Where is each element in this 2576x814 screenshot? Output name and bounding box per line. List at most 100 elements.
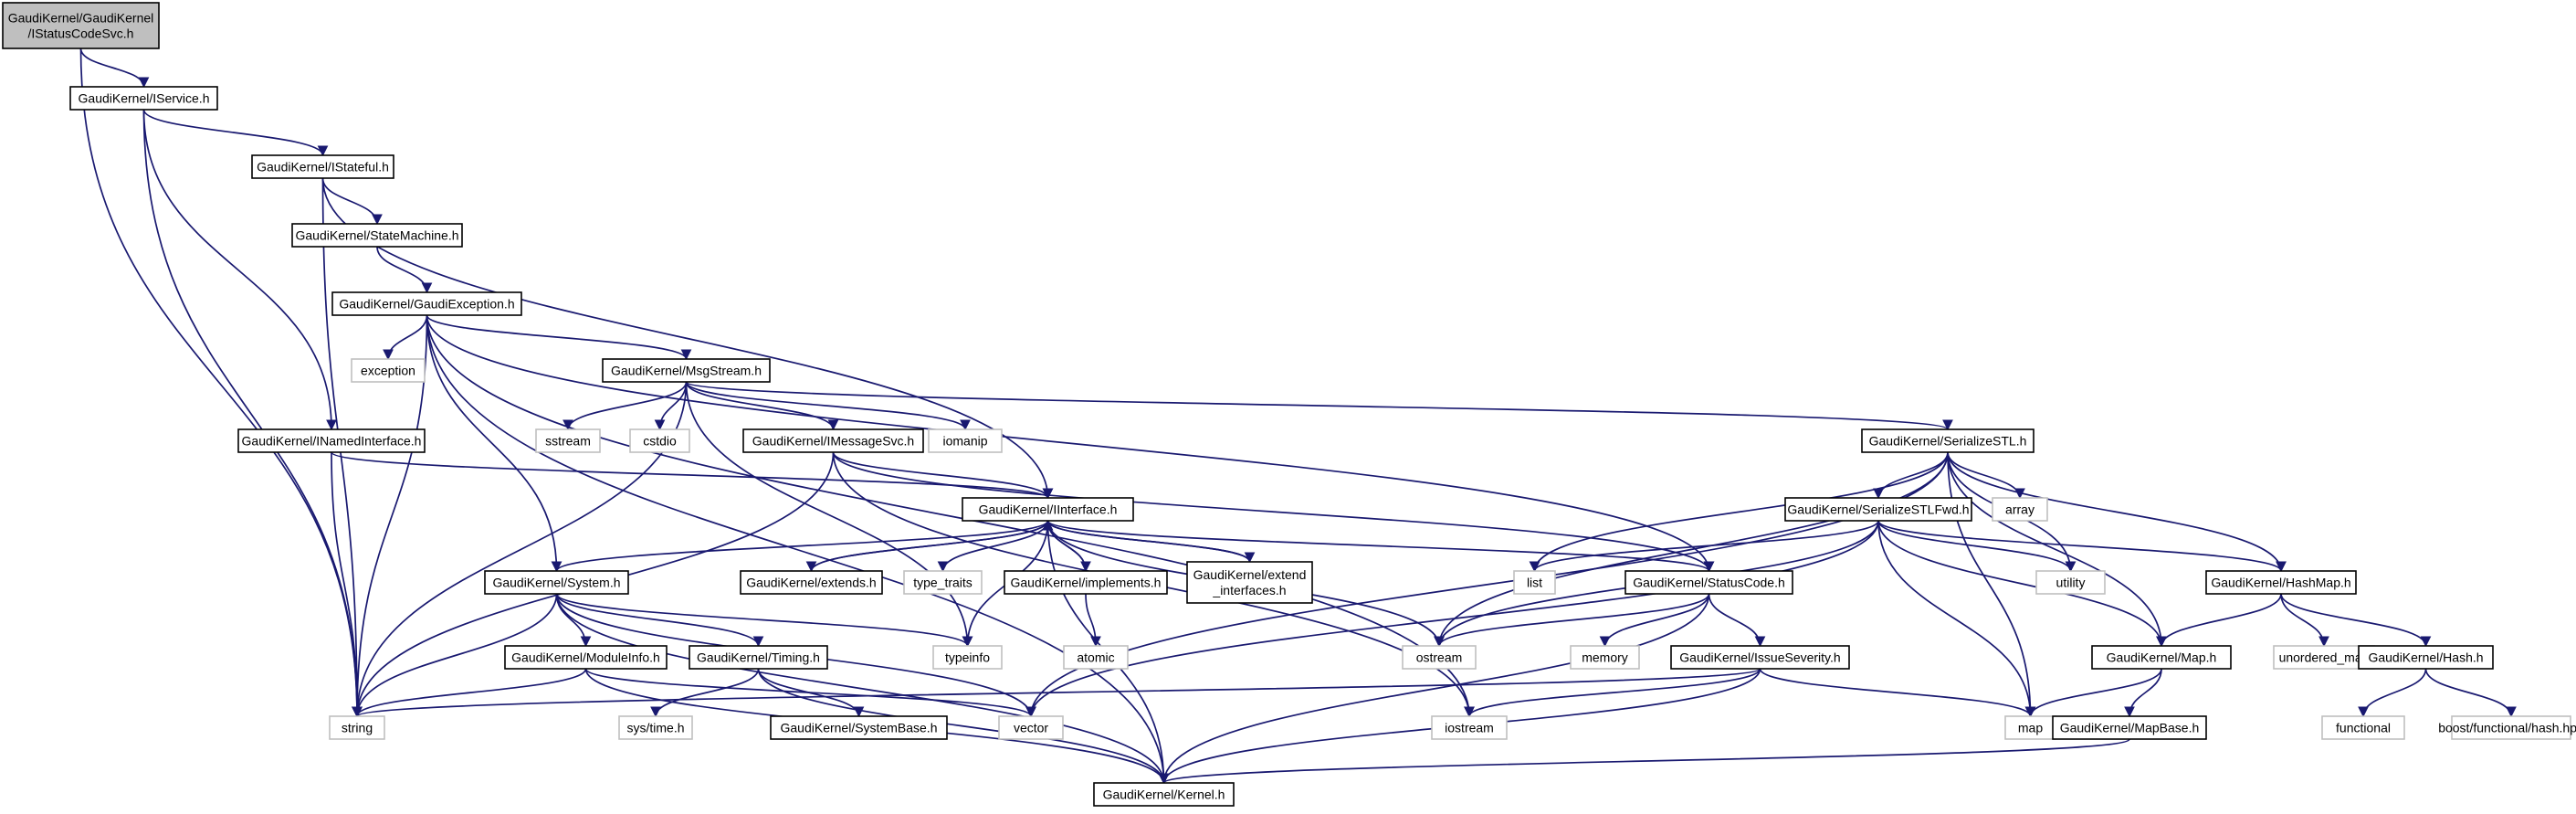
node-box: [69, 86, 218, 111]
node-box: [962, 497, 1134, 522]
node-serializestlfwd[interactable]: GaudiKernel/SerializeSTLFwd.h: [1784, 497, 1972, 522]
edge-gaudiexception-to-iostream: [426, 314, 1475, 718]
node-extend_interfaces[interactable]: GaudiKernel/extend_interfaces.h: [1186, 561, 1313, 604]
node-moduleinfo[interactable]: GaudiKernel/ModuleInfo.h: [504, 645, 668, 670]
node-hashmap[interactable]: GaudiKernel/HashMap.h: [2205, 570, 2357, 595]
edge-gaudiexception-to-system: [426, 314, 563, 573]
node-box: [1992, 497, 2048, 522]
node-system[interactable]: GaudiKernel/System.h: [484, 570, 629, 595]
node-array: array: [1992, 497, 2048, 522]
edge-gaudiexception-to-kernel: [426, 314, 1170, 785]
edge-iservice-to-inamedinterface: [142, 109, 337, 431]
edge-statuscode-to-ostream: [1434, 593, 1710, 648]
node-label: GaudiKernel/extends.h: [746, 576, 876, 590]
node-label: GaudiKernel/MsgStream.h: [611, 364, 762, 378]
node-label: type_traits: [913, 576, 973, 590]
node-statuscode[interactable]: GaudiKernel/StatusCode.h: [1624, 570, 1793, 595]
edge-inamedinterface-to-string: [331, 451, 363, 718]
node-box: [1570, 645, 1640, 670]
edge-gaudiexception-to-exception: [383, 314, 428, 361]
node-mapbase[interactable]: GaudiKernel/MapBase.h: [2052, 715, 2207, 740]
node-label: GaudiKernel/MapBase.h: [2060, 721, 2200, 735]
edge-issueseverity-to-map: [1759, 668, 2036, 718]
node-cstdio: cstdio: [629, 428, 690, 453]
node-box: [1624, 570, 1793, 595]
edge-imessagesvc-to-iinterface: [832, 451, 1054, 500]
edge-inamedinterface-to-iinterface: [331, 451, 1054, 500]
node-root[interactable]: GaudiKernel/GaudiKernel/IStatusCodeSvc.h: [2, 2, 160, 49]
edge-serializestlfwd-to-utility: [1877, 520, 2077, 573]
node-msgstream[interactable]: GaudiKernel/MsgStream.h: [602, 358, 771, 383]
node-hash[interactable]: GaudiKernel/Hash.h: [2358, 645, 2494, 670]
node-label: atomic: [1077, 650, 1114, 665]
node-label: iomanip: [942, 434, 987, 449]
node-timing[interactable]: GaudiKernel/Timing.h: [689, 645, 828, 670]
node-label: exception: [361, 364, 415, 378]
node-label: GaudiKernel/Timing.h: [697, 650, 820, 665]
node-box: [629, 428, 690, 453]
node-statemachine[interactable]: GaudiKernel/StateMachine.h: [291, 223, 463, 248]
node-iservice[interactable]: GaudiKernel/IService.h: [69, 86, 218, 111]
edge-iservice-to-string: [142, 109, 363, 718]
node-box: [329, 715, 385, 740]
edge-system-to-timing: [555, 593, 764, 648]
node-systembase[interactable]: GaudiKernel/SystemBase.h: [770, 715, 948, 740]
node-iinterface[interactable]: GaudiKernel/IInterface.h: [962, 497, 1134, 522]
node-istateful[interactable]: GaudiKernel/IStateful.h: [251, 154, 394, 179]
node-box: [689, 645, 828, 670]
node-label: unordered_map: [2279, 650, 2370, 665]
edge-hashmap-to-unordered_map: [2280, 593, 2329, 648]
node-box: [237, 428, 426, 453]
node-label: GaudiKernel/GaudiException.h: [339, 297, 514, 312]
edge-imessagesvc-to-statuscode: [832, 451, 1715, 573]
edge-issueseverity-to-iostream: [1464, 668, 1761, 718]
edge-msgstream-to-imessagesvc: [685, 381, 839, 431]
node-imessagesvc[interactable]: GaudiKernel/IMessageSvc.h: [742, 428, 924, 453]
node-label: array: [2005, 502, 2035, 517]
node-inamedinterface[interactable]: GaudiKernel/INamedInterface.h: [237, 428, 426, 453]
edge-serializestlfwd-to-list: [1529, 520, 1879, 573]
edge-serializestl-to-list: [1529, 451, 1949, 573]
node-serializestl[interactable]: GaudiKernel/SerializeSTL.h: [1861, 428, 2035, 453]
node-label: GaudiKernel/IService.h: [79, 91, 210, 106]
node-box: [504, 645, 668, 670]
node-label: GaudiKernel/SerializeSTLFwd.h: [1787, 502, 1969, 517]
edge-system-to-string: [352, 593, 558, 718]
node-extends[interactable]: GaudiKernel/extends.h: [740, 570, 883, 595]
edge-mapbase-to-kernel: [1159, 738, 2130, 785]
edge-map_h-to-mapbase: [2124, 668, 2162, 718]
node-box: [932, 645, 1003, 670]
edge-iinterface-to-system: [551, 520, 1049, 573]
edge-map_h-to-map: [2024, 668, 2162, 718]
edge-msgstream-to-serializestl: [685, 381, 1953, 431]
node-type_traits: type_traits: [903, 570, 983, 595]
node-label: GaudiKernel/IInterface.h: [979, 502, 1118, 517]
node-box: [903, 570, 983, 595]
node-box: [2205, 570, 2357, 595]
node-box: [251, 154, 394, 179]
node-systime: sys/time.h: [618, 715, 693, 740]
edge-serializestlfwd-to-map_h: [1877, 520, 2167, 648]
node-box: [1861, 428, 2035, 453]
edge-serializestlfwd-to-hashmap: [1877, 520, 2287, 573]
node-label: GaudiKernel/IssueSeverity.h: [1679, 650, 1840, 665]
edge-system-to-typeinfo: [555, 593, 973, 648]
node-label: list: [1527, 576, 1542, 590]
node-label: GaudiKernel/System.h: [492, 576, 620, 590]
node-memory: memory: [1570, 645, 1640, 670]
node-label: GaudiKernel/IStateful.h: [257, 160, 389, 174]
node-functional: functional: [2321, 715, 2405, 740]
node-box: [618, 715, 693, 740]
node-label: memory: [1582, 650, 1628, 665]
edge-extend_interfaces-to-iinterface: [1042, 519, 1251, 563]
node-kernel[interactable]: GaudiKernel/Kernel.h: [1093, 782, 1235, 807]
node-label: GaudiKernel/HashMap.h: [2211, 576, 2350, 590]
node-map_h[interactable]: GaudiKernel/Map.h: [2091, 645, 2232, 670]
node-label: GaudiKernel/ModuleInfo.h: [511, 650, 660, 665]
node-issueseverity[interactable]: GaudiKernel/IssueSeverity.h: [1670, 645, 1850, 670]
edge-timing-to-systime: [650, 668, 760, 718]
node-gaudiexception[interactable]: GaudiKernel/GaudiException.h: [331, 291, 522, 316]
node-implements[interactable]: GaudiKernel/implements.h: [1004, 570, 1168, 595]
edge-hashmap-to-hash: [2280, 593, 2432, 648]
